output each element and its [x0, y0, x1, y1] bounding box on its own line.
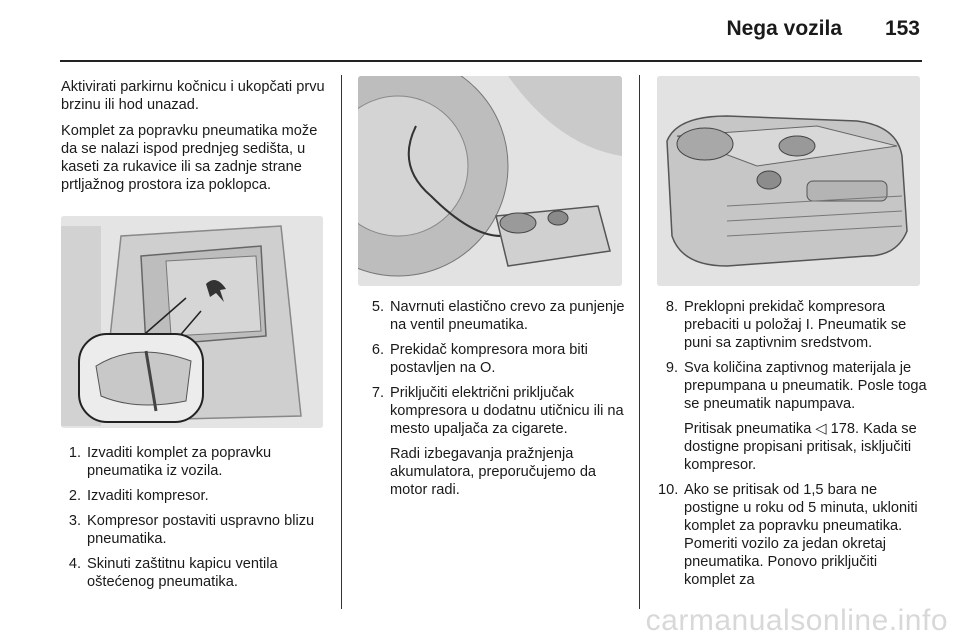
list-item: 4.Skinuti zaštitnu kapicu ventila ošteće…: [68, 556, 278, 590]
steps-list: 1.Izvaditi komplet za popravku pneumatik…: [61, 444, 333, 591]
column-1: Aktivirati parkirnu kočnicu i ukopčati p…: [61, 78, 333, 202]
section-title: Nega vozila: [726, 17, 842, 40]
column-3-steps: 8.Preklopni prekidač kompresora prebacit…: [658, 298, 930, 596]
column-divider: [341, 75, 342, 609]
steps-list: 8.Preklopni prekidač kompresora prebacit…: [658, 298, 930, 589]
list-item: 10.Ako se pritisak od 1,5 bara ne postig…: [658, 482, 918, 588]
list-item: 6.Prekidač kompresora mora biti postavlj…: [371, 342, 588, 376]
note-text: Pritisak pneumatika ◁ 178. Kada se dosti…: [684, 421, 917, 473]
header-rule: [60, 60, 922, 62]
list-item: 7.Priključiti električni priključak komp…: [364, 384, 636, 499]
column-divider: [639, 75, 640, 609]
paragraph: Aktivirati parkirnu kočnicu i ukopčati p…: [61, 79, 325, 113]
list-item: 2.Izvaditi kompresor.: [68, 488, 209, 504]
figure-compressor: [657, 76, 920, 286]
paragraph: Komplet za popravku pneumatika može da s…: [61, 123, 318, 193]
note-text: Radi izbegavanja pražnjenja akumulatora,…: [390, 446, 597, 498]
steps-list: 5.Navrnuti elastično crevo za punjenje n…: [364, 298, 636, 499]
list-item: 9.Sva količina zaptivnog materijala je p…: [658, 359, 930, 474]
page-header: Nega vozila 153: [0, 0, 960, 62]
list-item: 1.Izvaditi komplet za popravku pneumatik…: [68, 445, 272, 479]
column-1-steps: 1.Izvaditi komplet za popravku pneumatik…: [61, 444, 333, 598]
list-item: 8.Preklopni prekidač kompresora prebacit…: [665, 299, 907, 351]
watermark: carmanualsonline.info: [645, 604, 948, 637]
list-item: 5.Navrnuti elastično crevo za punjenje n…: [371, 299, 625, 333]
list-item: 3.Kompresor postaviti uspravno blizu pne…: [68, 513, 315, 547]
figure-storage-location: [61, 216, 323, 428]
figure-hose-to-valve: [358, 76, 622, 286]
column-2-steps: 5.Navrnuti elastično crevo za punjenje n…: [364, 298, 636, 506]
page-number: 153: [884, 17, 920, 40]
